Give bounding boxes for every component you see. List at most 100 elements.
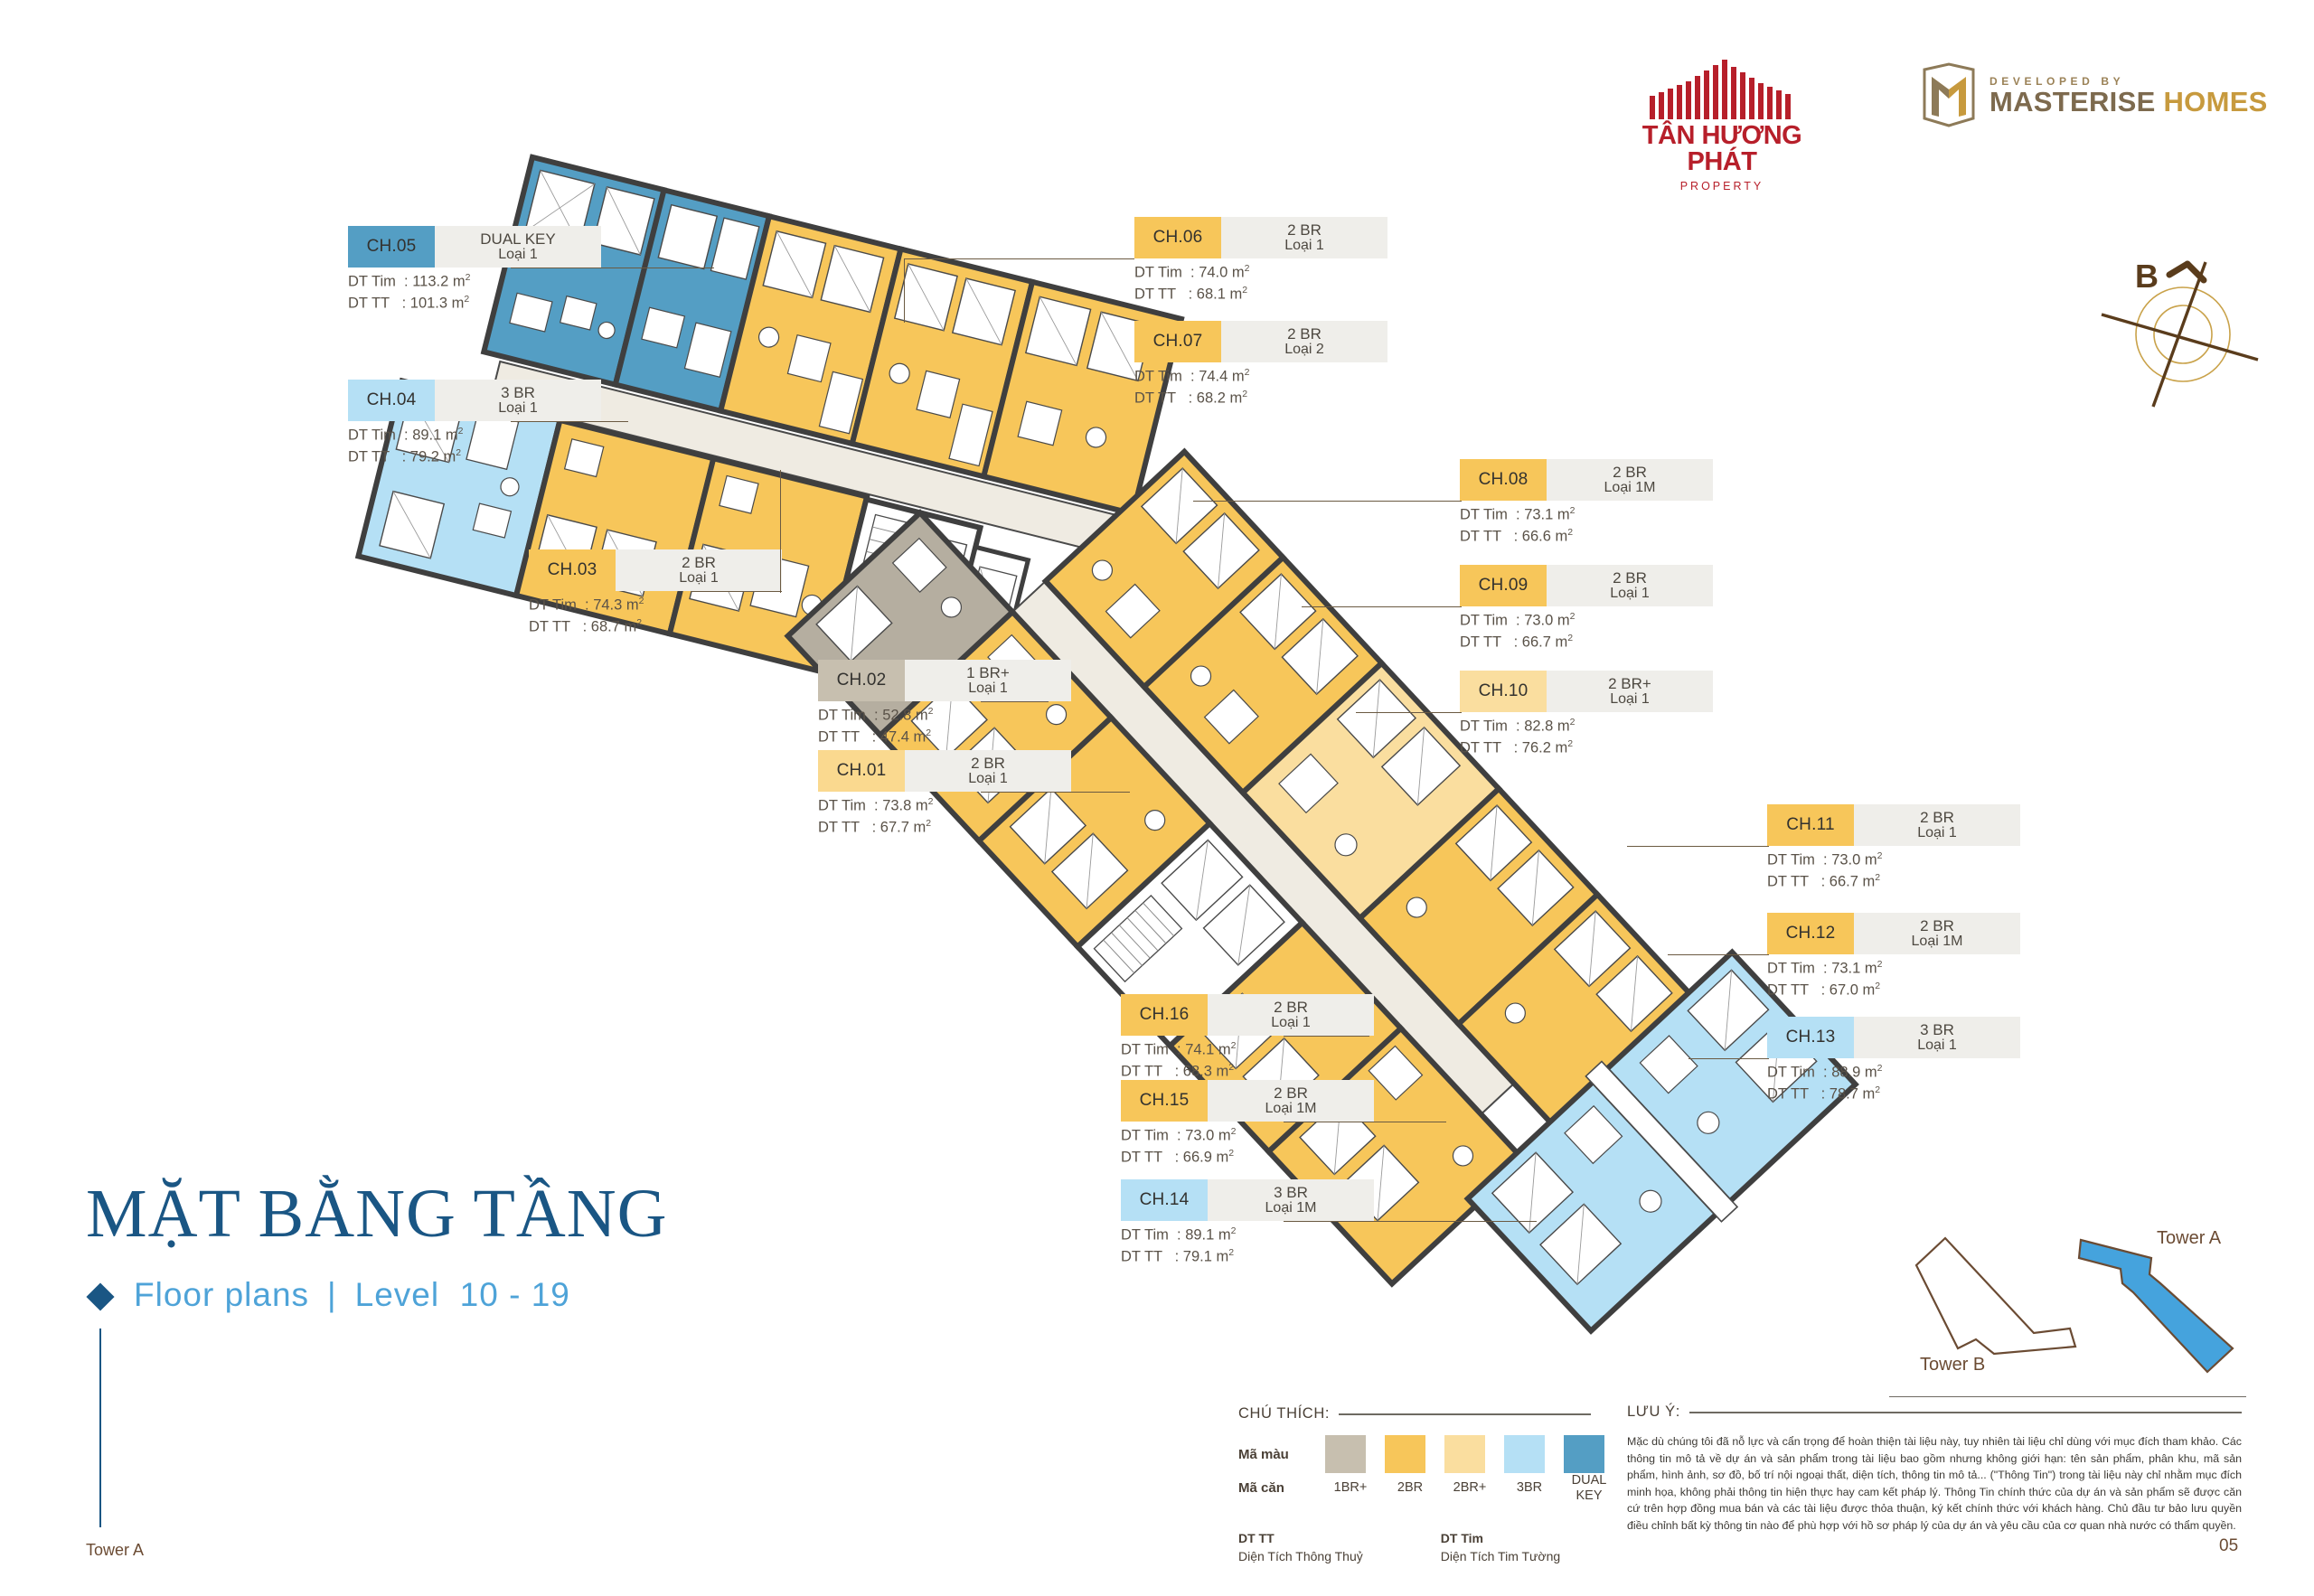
logo-secondary-name-a: MASTERISE — [1989, 85, 2164, 117]
unit-code: CH.03 — [529, 549, 616, 591]
unit-variant: Loại 1M — [1265, 1100, 1317, 1116]
notes-title-row: LƯU Ý: — [1627, 1404, 2242, 1421]
legend-label-2br: 2BR — [1397, 1480, 1424, 1496]
callout-leader-ch11 — [1627, 846, 1769, 847]
callout-leader-ch06 — [904, 258, 1134, 259]
unit-code: CH.12 — [1767, 913, 1854, 954]
unit-variant: Loại 1 — [498, 246, 538, 262]
unit-type: 3 BR — [1920, 1020, 1954, 1038]
callout-leader-ch06-v — [904, 259, 905, 323]
unit-variant: Loại 1M — [1604, 479, 1656, 495]
notes-title-text: LƯU Ý: — [1627, 1404, 1680, 1420]
building-bars-icon — [1650, 56, 1794, 119]
unit-type: 2 BR — [1274, 998, 1308, 1016]
masterise-mark-icon — [1921, 62, 1977, 127]
tan-huong-phat-logo: TÂN HƯƠNG PHÁT PROPERTY — [1618, 56, 1826, 192]
unit-variant: Loại 1 — [1284, 237, 1324, 253]
legend-label-1br-plus: 1BR+ — [1333, 1480, 1368, 1496]
notes-panel: LƯU Ý: Mặc dù chúng tôi đã nỗ lực và cẩn… — [1627, 1404, 2242, 1535]
legend-def-tim-full: Diện Tích Tim Tường — [1440, 1548, 1561, 1563]
unit-code: CH.16 — [1121, 994, 1208, 1036]
unit-chip: CH.10 2 BR+Loại 1 — [1460, 671, 1713, 712]
legend-swatch-3br — [1504, 1435, 1545, 1473]
unit-code: CH.05 — [348, 226, 435, 268]
legend-title-text: CHÚ THÍCH: — [1238, 1405, 1331, 1422]
unit-variant: Loại 1 — [498, 399, 538, 416]
unit-code: CH.15 — [1121, 1080, 1208, 1122]
unit-type: DUAL KEY — [480, 230, 556, 248]
diamond-bullet-icon — [86, 1282, 115, 1311]
unit-variant: Loại 1 — [968, 770, 1008, 786]
footer-tower-label: Tower A — [86, 1541, 145, 1559]
logo-primary-subtitle: PROPERTY — [1679, 180, 1764, 192]
page-title: MẶT BẰNG TẦNG — [86, 1176, 668, 1252]
unit-variant: Loại 1 — [1610, 690, 1650, 707]
compass-rose: B — [2097, 244, 2278, 411]
callout-leader-ch08 — [1193, 501, 1462, 502]
unit-code: CH.04 — [348, 380, 435, 421]
tower-a-label: Tower A — [2157, 1228, 2222, 1248]
legend-def-tim: DT Tim Diện Tích Tim Tường — [1441, 1530, 1560, 1565]
keymap-rule — [1889, 1396, 2246, 1397]
unit-code: CH.07 — [1134, 321, 1221, 362]
page-subtitle: Floor plans | Level 10 - 19 — [134, 1276, 570, 1314]
unit-type: 1 BR+ — [966, 663, 1010, 681]
unit-variant: Loại 1M — [1265, 1199, 1317, 1216]
legend-unit-row-label: Mã căn — [1238, 1480, 1284, 1497]
legend-label-2br-plus: 2BR+ — [1453, 1480, 1487, 1496]
legend-title-row: CHÚ THÍCH: — [1238, 1405, 1591, 1422]
callout-leader-ch04 — [511, 421, 628, 422]
legend-swatch-2br-plus — [1444, 1435, 1485, 1473]
legend-color-row-label: Mã màu — [1238, 1446, 1289, 1462]
unit-code: CH.11 — [1767, 804, 1854, 846]
notes-body-text: Mặc dù chúng tôi đã nỗ lực và cẩn trọng … — [1627, 1435, 2242, 1533]
unit-code: CH.06 — [1134, 217, 1221, 258]
page-number: 05 — [2219, 1536, 2239, 1555]
unit-type: 2 BR — [1920, 916, 1954, 934]
unit-type: 3 BR — [1274, 1183, 1308, 1201]
unit-type: 2 BR — [1613, 463, 1647, 481]
unit-variant: Loại 1 — [1271, 1014, 1311, 1030]
unit-type: 2 BR — [1274, 1084, 1308, 1102]
legend-def-tt-abbr: DT TT — [1238, 1531, 1275, 1546]
unit-variant: Loại 2 — [1284, 341, 1324, 357]
callout-leader-ch14 — [1284, 1221, 1537, 1222]
callout-leader-ch12 — [1668, 954, 1769, 955]
unit-variant: Loại 1 — [968, 680, 1008, 696]
legend-title-rule — [1339, 1413, 1591, 1415]
title-vertical-rule — [99, 1328, 101, 1527]
callout-leader-ch02 — [981, 701, 1049, 702]
